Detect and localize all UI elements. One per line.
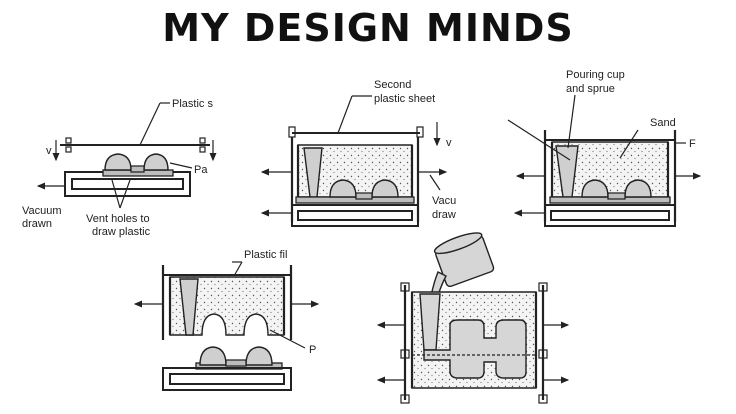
diagram-step-3: Pouring cup and sprue Sand F bbox=[507, 69, 702, 227]
d2-v-label: v bbox=[446, 137, 452, 149]
d3-sand-label: Sand bbox=[650, 117, 676, 129]
d1-plastic-label: Plastic s bbox=[172, 98, 213, 110]
diagram-step-4: Plastic fil P bbox=[133, 249, 320, 391]
page-title: MY DESIGN MINDS bbox=[162, 6, 574, 50]
d1-vacuum-label: Vacuum bbox=[22, 205, 62, 217]
d1-vent-label-1: Vent holes to bbox=[86, 213, 150, 225]
diagram-step-2: v Second plastic sheet Vacu draw bbox=[260, 79, 456, 227]
d3-pouring-label-2: and sprue bbox=[566, 83, 615, 95]
d3-pouring-label-1: Pouring cup bbox=[566, 69, 625, 81]
d3-flask-label: F bbox=[689, 138, 696, 150]
d1-vent-label-2: draw plastic bbox=[92, 226, 151, 238]
d2-second-label-2: plastic sheet bbox=[374, 93, 435, 105]
d4-pattern-label: P bbox=[309, 344, 316, 356]
diagram-step-5 bbox=[376, 232, 570, 404]
d1-drawn-label: drawn bbox=[22, 218, 52, 230]
d1-pattern-label: Pa bbox=[194, 164, 208, 176]
d2-vacuum-label: Vacu bbox=[432, 195, 456, 207]
d4-film-label: Plastic fil bbox=[244, 249, 287, 261]
diagram-step-1: v Plastic s Pa Vacuum drawn Vent holes t… bbox=[22, 98, 217, 238]
d2-drawn-label: draw bbox=[432, 209, 456, 221]
d1-v-label: v bbox=[46, 145, 52, 157]
d2-second-label-1: Second bbox=[374, 79, 411, 91]
